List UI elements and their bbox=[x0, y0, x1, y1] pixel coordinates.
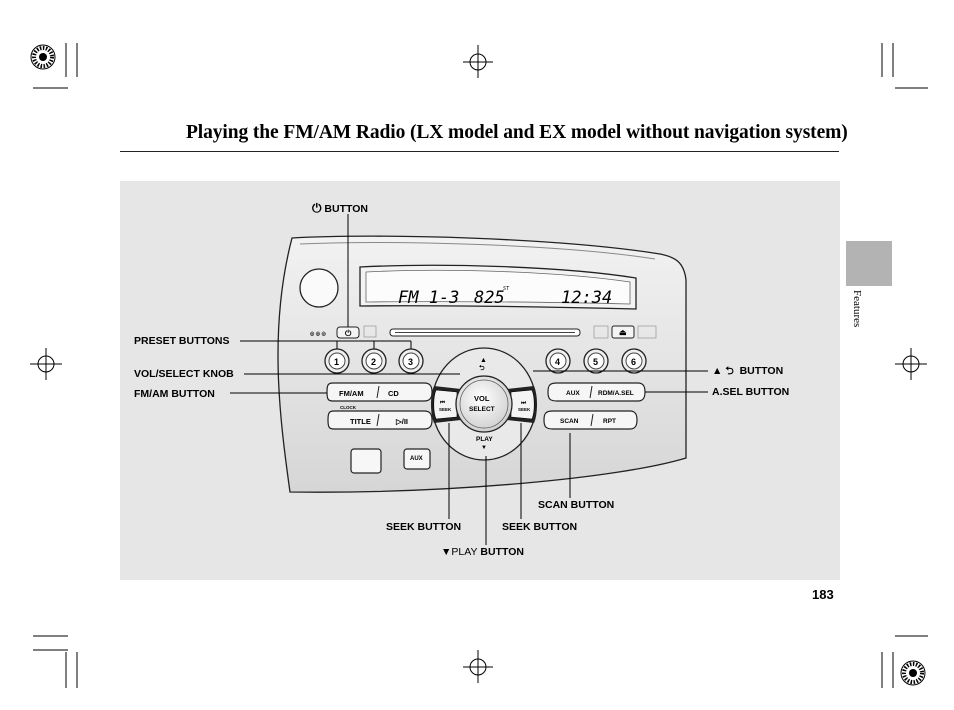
svg-text:5: 5 bbox=[593, 357, 598, 367]
display-frequency: 825 bbox=[474, 288, 505, 308]
section-label: Features bbox=[851, 290, 863, 328]
aux-jack-cover bbox=[403, 448, 431, 470]
svg-text:2: 2 bbox=[371, 357, 376, 367]
section-tab bbox=[846, 241, 892, 286]
speaker-grille bbox=[299, 268, 339, 308]
rpt-button-label: RPT bbox=[603, 418, 616, 425]
vol-select-knob-assembly: ⏮ SEEK ⏭ SEEK ▲ ⮌ VOL SELECT PLAY ▼ bbox=[431, 347, 537, 461]
power-icon: ⏻ bbox=[312, 201, 322, 215]
preset-button-6: 6 bbox=[621, 348, 647, 374]
fm-am-cd-rocker: FM/AM CD bbox=[326, 382, 433, 402]
down-arrow-icon: ▼ bbox=[481, 445, 487, 451]
title-rule bbox=[120, 151, 839, 152]
preset-button-4: 4 bbox=[545, 348, 571, 374]
preset-button-1: 1 bbox=[324, 348, 350, 374]
preset-button-3: 3 bbox=[398, 348, 424, 374]
svg-text:4: 4 bbox=[555, 357, 560, 367]
display-stereo: ST bbox=[503, 286, 510, 292]
display-band: FM 1-3 bbox=[398, 288, 459, 308]
scan-button-label: SCAN bbox=[560, 418, 579, 425]
page-title: Playing the FM/AM Radio (LX model and EX… bbox=[186, 122, 848, 143]
power-button-callout: ⏻ BUTTON bbox=[312, 201, 368, 215]
seek-right-label: SEEK bbox=[518, 407, 531, 412]
radio-display: FM 1-3 825 ST 12:34 bbox=[359, 264, 637, 310]
strip-label-left: ◎ ◎ ◎ bbox=[310, 331, 327, 337]
svg-text:6: 6 bbox=[631, 357, 636, 367]
up-arrow-icon: ▲ bbox=[480, 357, 487, 364]
eject-icon: ⏏ bbox=[619, 328, 627, 337]
seek-left-icon: ⏮ bbox=[440, 400, 445, 406]
fm-am-button-label: FM/AM bbox=[339, 389, 364, 398]
knob-bottom-label: SELECT bbox=[469, 406, 495, 413]
seek-left-label: SEEK bbox=[439, 407, 452, 412]
cd-button-label: CD bbox=[388, 389, 399, 398]
play-label: PLAY bbox=[476, 436, 493, 443]
aux-button-label: AUX bbox=[566, 390, 580, 397]
title-play-rocker: TITLE ▷/II bbox=[327, 410, 433, 430]
rdm-asel-button-label: RDM/A.SEL bbox=[598, 390, 634, 397]
registration-target-bottom-right bbox=[900, 660, 926, 686]
blank-button bbox=[350, 448, 382, 474]
scan-button-callout: SCAN BUTTON bbox=[538, 499, 615, 511]
play-button-callout: ▼PLAY BUTTON bbox=[441, 546, 524, 558]
display-clock: 12:34 bbox=[561, 288, 612, 308]
aux-rdm-rocker: AUX RDM/A.SEL bbox=[547, 382, 646, 402]
preset-button-2: 2 bbox=[361, 348, 387, 374]
up-arrow-icon: ▲ bbox=[712, 365, 723, 377]
preset-buttons-callout: PRESET BUTTONS bbox=[134, 335, 230, 347]
knob-top-label: VOL bbox=[474, 394, 490, 403]
preset-button-5: 5 bbox=[583, 348, 609, 374]
power-icon: ⏻ bbox=[345, 329, 352, 338]
scan-rpt-rocker: SCAN RPT bbox=[543, 410, 638, 430]
vol-select-knob bbox=[455, 375, 513, 433]
svg-text:1: 1 bbox=[334, 357, 339, 367]
vol-select-knob-callout: VOL/SELECT KNOB bbox=[134, 368, 234, 380]
clock-label: CLOCK bbox=[340, 405, 357, 410]
seek-right-icon: ⏭ bbox=[521, 400, 526, 406]
aux-jack-label: AUX bbox=[410, 456, 423, 462]
play-pause-label: ▷/II bbox=[395, 417, 408, 426]
seek-left-button-callout: SEEK BUTTON bbox=[386, 521, 462, 533]
return-icon: ⮌ bbox=[725, 365, 734, 377]
callout-leaders bbox=[230, 214, 708, 545]
title-button-label: TITLE bbox=[350, 417, 371, 426]
svg-text:3: 3 bbox=[408, 357, 413, 367]
page-number: 183 bbox=[812, 587, 834, 602]
up-return-button-callout: ▲ ⮌ BUTTON bbox=[712, 365, 784, 377]
fm-am-button-callout: FM/AM BUTTON bbox=[134, 388, 215, 400]
asel-button-callout: A.SEL BUTTON bbox=[712, 386, 790, 398]
registration-target-top-left bbox=[30, 44, 56, 70]
seek-right-button-callout: SEEK BUTTON bbox=[502, 521, 578, 533]
return-icon: ⮌ bbox=[479, 364, 485, 372]
